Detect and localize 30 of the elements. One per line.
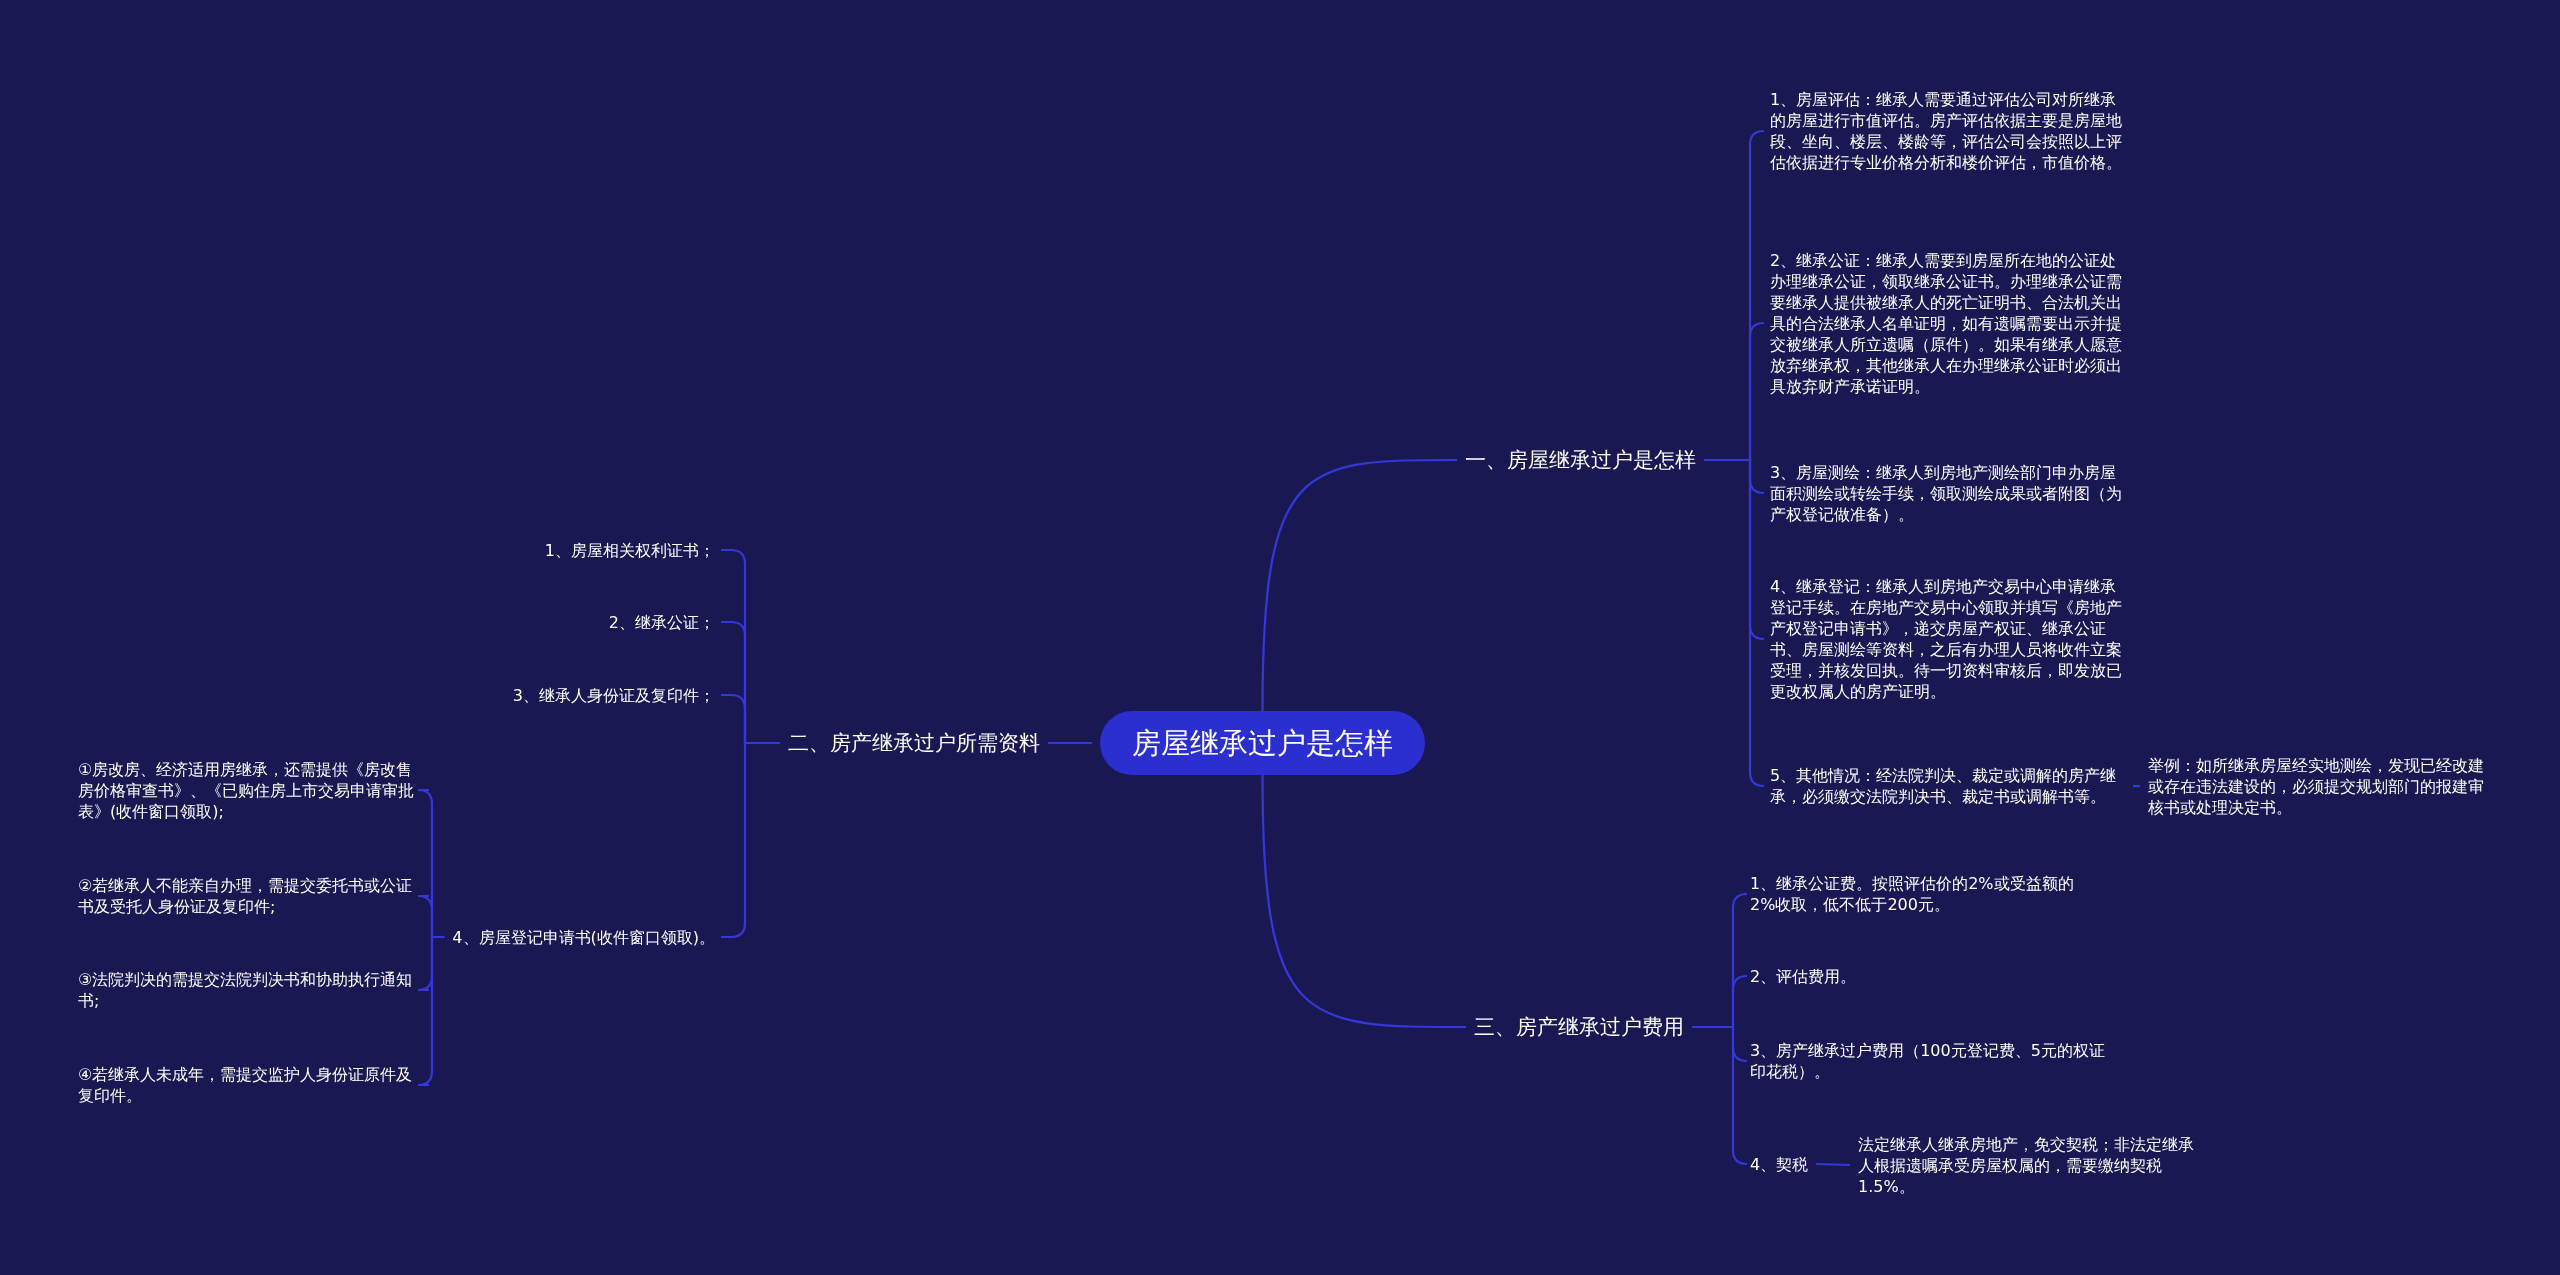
connector-line [2133, 784, 2140, 788]
connector-line [1816, 1162, 1851, 1167]
detail-text: ①房改房、经济适用房继承，还需提供《房改售房价格审查书》、《已购住房上市交易申请审批表》(收件窗口领取); [78, 758, 423, 822]
detail-text: 2、评估费用。 [1750, 965, 1857, 987]
detail-text: 1、房屋相关权利证书； [544, 539, 715, 561]
detail-text: ④若继承人未成年，需提交监护人身份证原件及复印件。 [78, 1064, 423, 1106]
branch-label: 一、房屋继承过户是怎样 [1465, 446, 1696, 474]
detail-text: 法定继承人继承房地产，免交契税；非法定继承人根据遗嘱承受房屋权属的，需要缴纳契税1.5%。 [1858, 1133, 2203, 1197]
connector-line [1704, 458, 1766, 788]
root-topic: 房屋继承过户是怎样 [1100, 711, 1425, 775]
detail-text: 2、继承公证：继承人需要到房屋所在地的公证处办理继承公证，领取继承公证书。办理继承公证需要继承人提供被继承人的死亡证明书、合法机关出具的合法继承人名单证明，如有遗嘱需要出示并提交被继承人所立遗嘱（原件）。如果有继承人愿意放弃继承权，其他继承人在办理继承公证时必须出具放弃财产承诺证明。 [1770, 249, 2125, 397]
detail-text: 3、继承人身份证及复印件； [512, 684, 715, 706]
detail-text: 3、房屋测绘：继承人到房地产测绘部门申办房屋面积测绘或转绘手续，领取测绘成果或者附图（为产权登记做准备）。 [1770, 461, 2125, 525]
detail-text: 举例：如所继承房屋经实地测绘，发现已经改建或存在违法建设的，必须提交规划部门的报建审核书或处理决定书。 [2148, 754, 2493, 818]
detail-text: ③法院判决的需提交法院判决书和协助执行通知书; [78, 969, 423, 1011]
detail-text: 4、继承登记：继承人到房地产交易中心申请继承登记手续。在房地产交易中心领取并填写《房地产产权登记申请书》，递交房屋产权证、继承公证书、房屋测绘等资料，之后有办理人员将收件立案受理，并核发回执。待一切资料审核后，即发放已更改权属人的房产证明。 [1770, 576, 2125, 702]
branch-label: 二、房产继承过户所需资料 [788, 729, 1040, 757]
detail-text: 1、继承公证费。按照评估价的2%或受益额的2%收取，低不低于200元。 [1750, 873, 2085, 915]
detail-text: 1、房屋评估：继承人需要通过评估公司对所继承的房屋进行市值评估。房产评估依据主要是房屋地段、坐向、楼层、楼龄等，评估公司会按照以上评估依据进行专业价格分析和楼价评估，市值价格。 [1770, 89, 2125, 173]
connector-line [1261, 458, 1457, 711]
detail-text: ②若继承人不能亲自办理，需提交委托书或公证书及受托人身份证及复印件; [78, 875, 423, 917]
branch-label: 三、房产继承过户费用 [1474, 1013, 1684, 1041]
detail-text: 2、继承公证； [608, 611, 715, 633]
detail-text: 4、契税 [1750, 1153, 1809, 1175]
detail-text: 4、房屋登记申请书(收件窗口领取)。 [452, 926, 715, 948]
connector-line [1048, 741, 1092, 745]
detail-text: 5、其他情况：经法院判决、裁定或调解的房产继承，必须缴交法院判决书、裁定书或调解书等。 [1770, 765, 2125, 807]
detail-text: 3、房产继承过户费用（100元登记费、5元的权证印花税）。 [1750, 1040, 2110, 1082]
connector-line [1261, 775, 1466, 1029]
connector-line [1692, 1025, 1749, 1166]
